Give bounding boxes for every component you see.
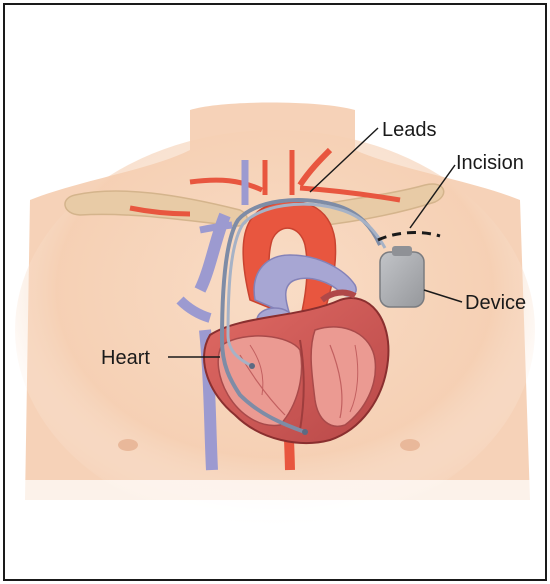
label-heart: Heart: [101, 347, 150, 369]
label-leads: Leads: [382, 119, 437, 141]
label-device: Device: [465, 292, 526, 314]
label-incision: Incision: [456, 152, 524, 174]
pacemaker-device-icon: [380, 246, 424, 307]
